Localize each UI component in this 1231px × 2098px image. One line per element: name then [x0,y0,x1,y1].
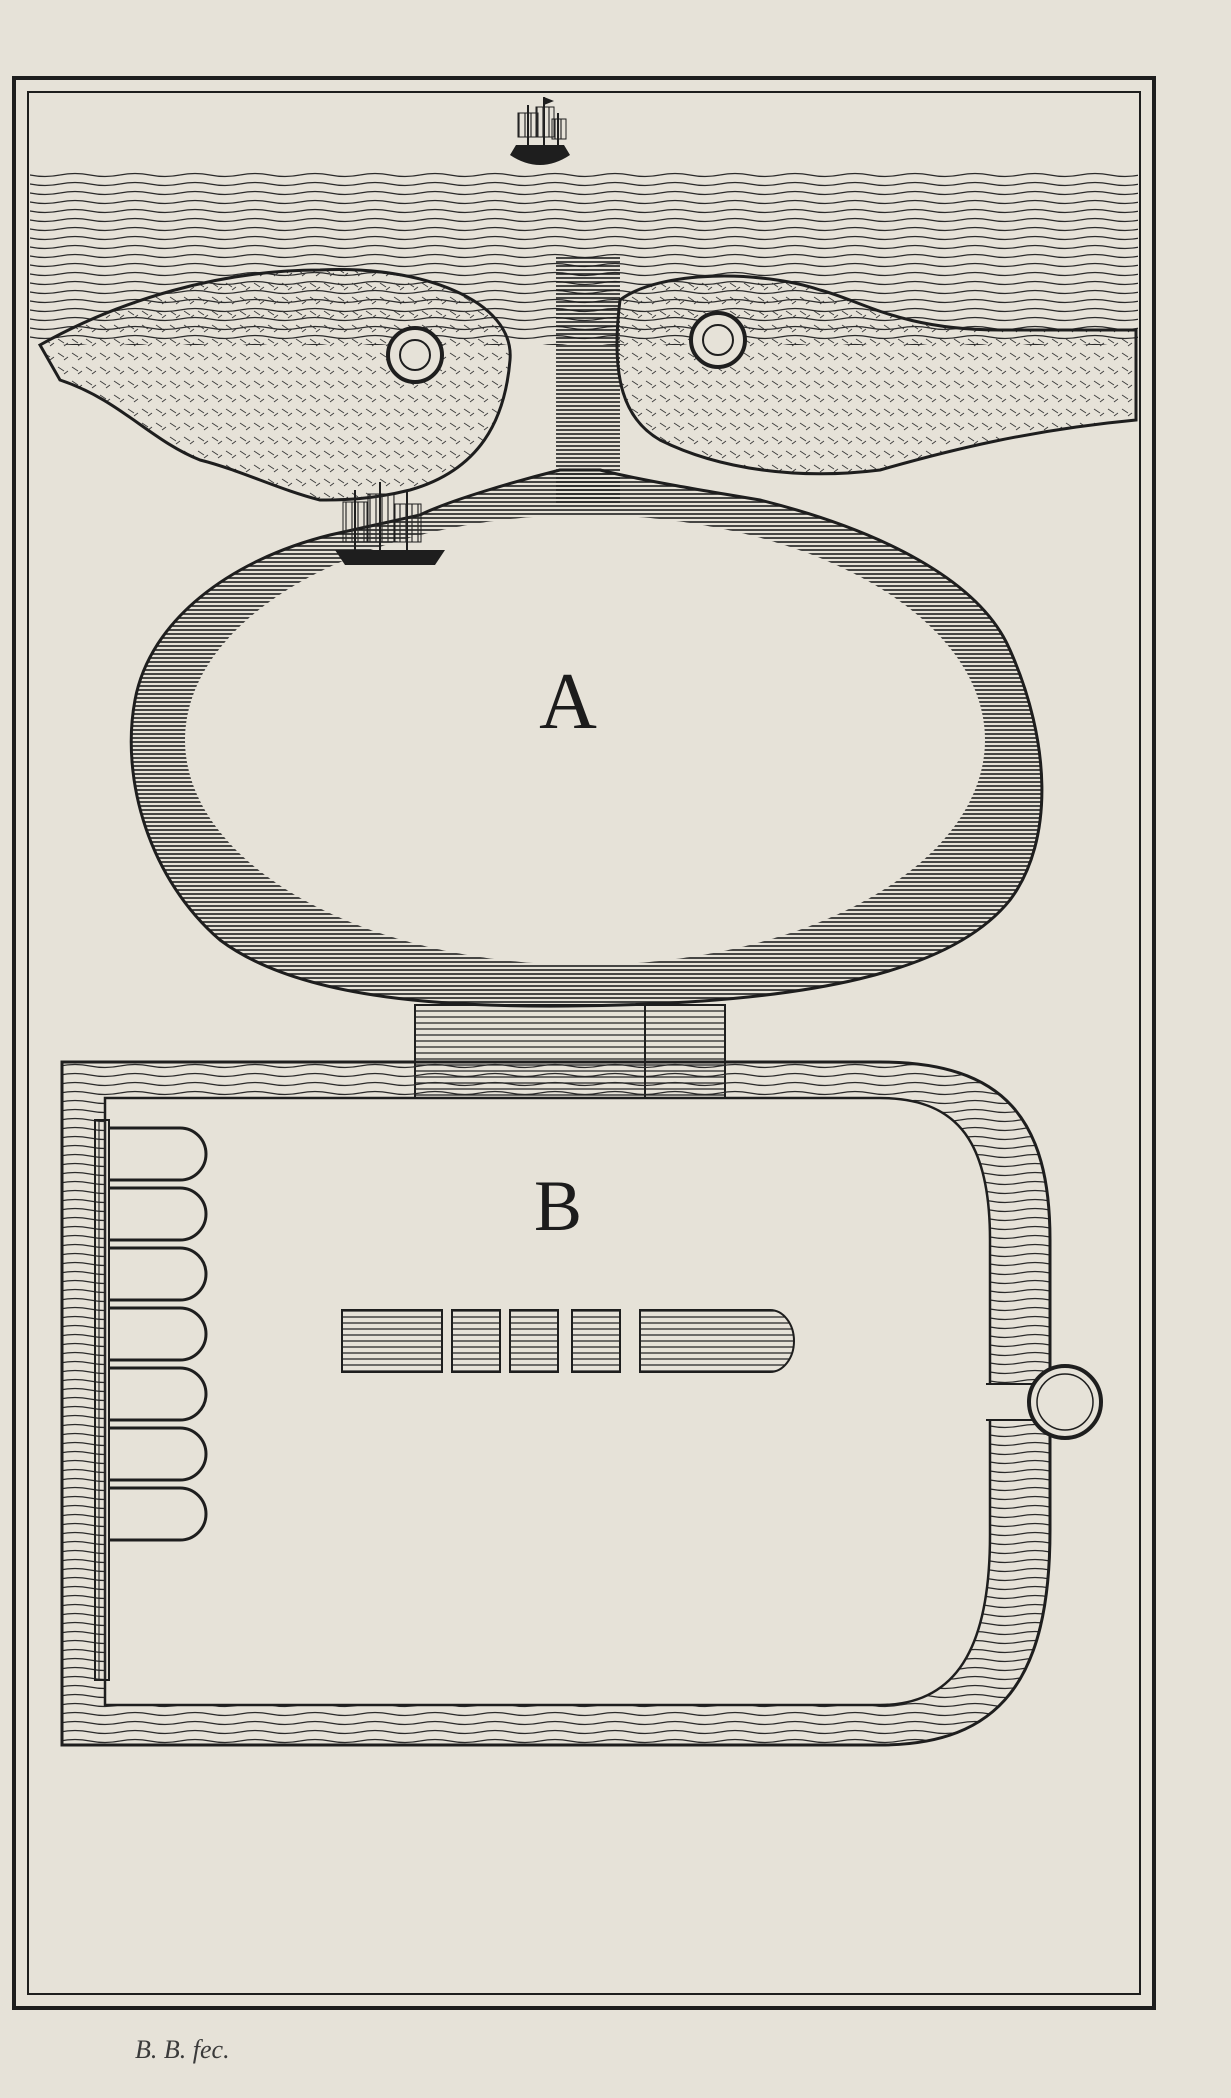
ship-in-basin [335,482,445,565]
right-tower [689,311,747,369]
basin-water [185,515,985,965]
figure-a-harbour: A [30,97,1138,1136]
left-quay-wall [94,1119,110,1681]
basin-b-water [103,1096,992,1707]
left-tower [386,326,444,384]
right-promontory [615,274,1138,476]
figure-a-label: A [539,658,597,746]
arched-bays [109,1126,208,1542]
figure-b-basin: B [60,1060,1103,1747]
block-row [341,1309,795,1373]
left-promontory [37,268,512,502]
entrance-tower [1027,1364,1103,1440]
harbour-channel [556,255,620,505]
ship-at-sea [510,97,570,165]
engraver-signature: B. B. fec. [135,2035,230,2064]
figure-b-label: B [534,1166,582,1246]
plate-border [12,76,1156,2010]
